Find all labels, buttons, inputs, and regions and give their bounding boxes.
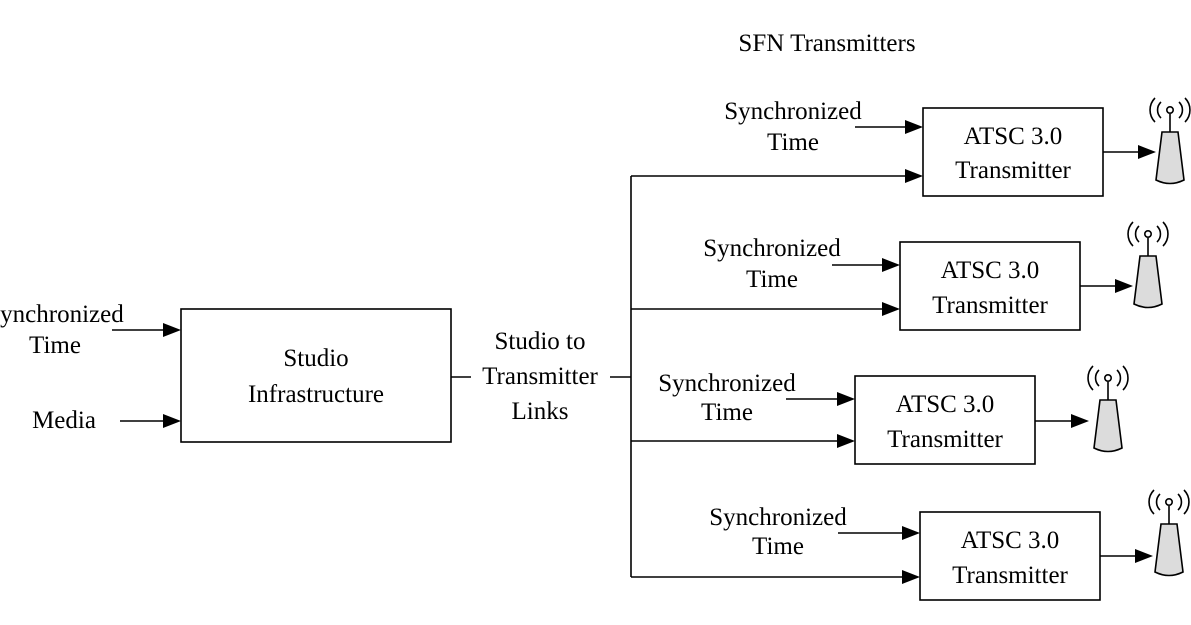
transmitter-group-3: Synchronized Time ATSC 3.0 Transmitter	[631, 365, 1129, 465]
tx1-label-line1: ATSC 3.0	[964, 123, 1063, 150]
tx3-label-line2: Transmitter	[887, 426, 1003, 453]
tx4-box	[919, 511, 1101, 601]
tx4-label-line1: ATSC 3.0	[961, 527, 1060, 554]
antenna-icon	[1149, 97, 1191, 185]
transmitter-group-2: Synchronized Time ATSC 3.0 Transmitter	[631, 221, 1169, 331]
tx4-sync-label-line2: Time	[752, 533, 804, 560]
tx2-sync-label-line2: Time	[746, 266, 798, 293]
studio-label-line2: Infrastructure	[248, 381, 384, 408]
tx3-box	[854, 375, 1036, 465]
tx2-box	[899, 241, 1081, 331]
tx3-label-line1: ATSC 3.0	[896, 391, 995, 418]
tx2-label-line2: Transmitter	[932, 292, 1048, 319]
media-label: Media	[32, 407, 96, 434]
tx1-box	[922, 107, 1104, 197]
tx3-sync-label-line1: Synchronized	[658, 370, 796, 397]
studio-sync-label-line1: Synchronized	[0, 301, 124, 328]
tx1-label-line2: Transmitter	[955, 157, 1071, 184]
tx2-label-line1: ATSC 3.0	[941, 257, 1040, 284]
tx1-sync-label-line2: Time	[767, 129, 819, 156]
antenna-icon	[1087, 365, 1129, 453]
stl-label-line1: Studio to	[495, 328, 586, 355]
stl-label-line3: Links	[512, 398, 569, 425]
diagram-title: SFN Transmitters	[738, 30, 915, 57]
studio-sync-label-line2: Time	[29, 332, 81, 359]
antenna-icon	[1148, 489, 1190, 577]
tx4-sync-label-line1: Synchronized	[709, 504, 847, 531]
studio-label-line1: Studio	[283, 345, 348, 372]
tx2-sync-label-line1: Synchronized	[703, 235, 841, 262]
tx4-label-line2: Transmitter	[952, 562, 1068, 589]
tx3-sync-label-line2: Time	[701, 399, 753, 426]
stl-label-line2: Transmitter	[482, 363, 598, 390]
studio-infrastructure-box	[180, 308, 452, 443]
tx1-sync-label-line1: Synchronized	[724, 98, 862, 125]
antenna-icon	[1127, 221, 1169, 309]
transmitter-group-4: Synchronized Time ATSC 3.0 Transmitter	[631, 489, 1190, 601]
transmitter-group-1: Synchronized Time ATSC 3.0 Transmitter	[631, 97, 1191, 197]
